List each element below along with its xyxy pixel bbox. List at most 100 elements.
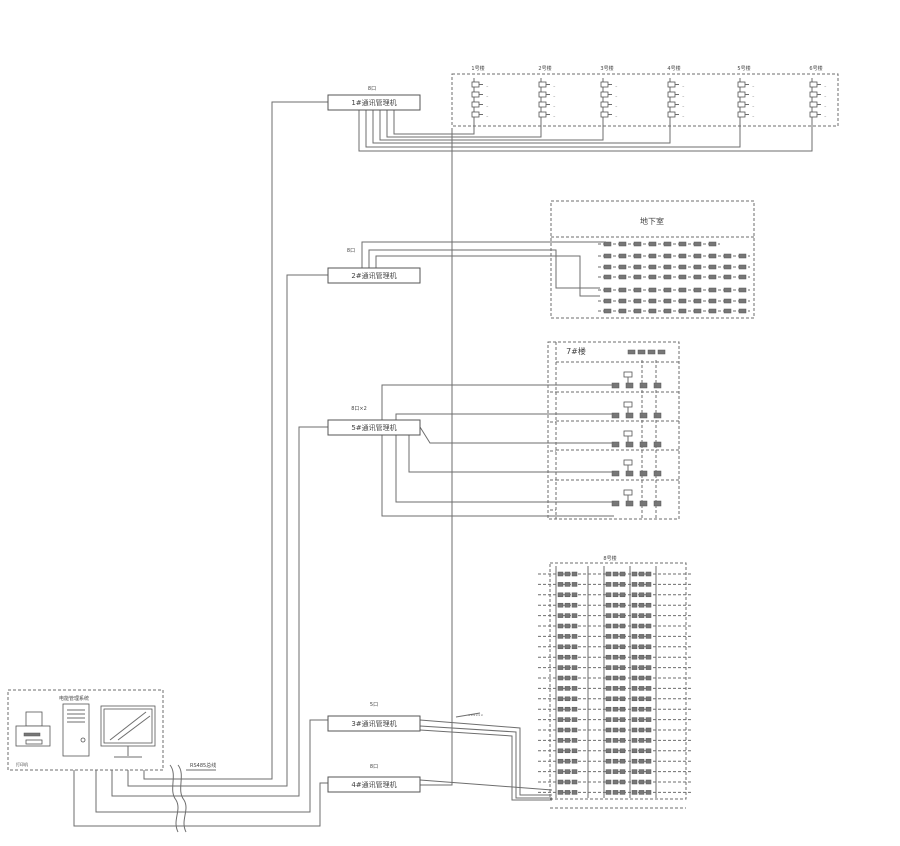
basement-meter <box>603 264 612 270</box>
meter-tag: ~ <box>824 104 827 108</box>
floor-tag: · <box>551 750 552 754</box>
highrise-meter-group <box>557 634 578 639</box>
basement-label: 地下室 <box>640 216 664 226</box>
highrise-meter-group <box>605 748 626 754</box>
highrise-meter-group <box>631 696 652 702</box>
b7-top-meter <box>647 349 656 355</box>
basement-meter <box>678 241 687 247</box>
basement-meter <box>663 241 672 247</box>
meter-tag: ~ <box>486 114 489 118</box>
highrise-meter-group <box>605 738 626 743</box>
basement-meter <box>618 264 627 270</box>
highrise-meter-group <box>557 623 578 629</box>
highrise-meter-group <box>631 675 652 681</box>
highrise-meter-group <box>631 738 652 743</box>
basement-meter <box>678 274 687 280</box>
highrise-meter-group <box>557 582 578 587</box>
basement-meter <box>708 274 717 280</box>
highrise-meter-group <box>631 613 652 618</box>
basement-meter <box>723 264 732 270</box>
highrise-meter-group <box>605 602 626 608</box>
highrise-meter-group <box>557 665 578 670</box>
b7-floor-devices <box>611 401 662 419</box>
highrise-meter-group <box>605 779 626 785</box>
basement-meter <box>738 308 747 314</box>
floor-tag: · <box>551 604 552 608</box>
building7-group: 7#楼 <box>547 341 680 520</box>
meter-b2-2 <box>538 91 550 98</box>
highrise-meter-group <box>605 644 626 650</box>
basement-meter <box>723 253 732 259</box>
basement-meter <box>603 308 612 314</box>
highrise-meter-group <box>631 582 652 587</box>
basement-meter <box>723 298 732 304</box>
basement-meter <box>648 298 657 304</box>
b7-top-meter <box>657 349 666 355</box>
meter-b3-4 <box>600 111 612 118</box>
basement-meter <box>633 287 642 293</box>
meter-tag: ~ <box>682 114 685 118</box>
basement-meter <box>663 264 672 270</box>
highrise-meter-group <box>557 748 578 754</box>
highrise-meter-group <box>557 592 578 598</box>
switch-3-label: 3#通讯管理机 <box>351 719 396 728</box>
basement-meter <box>603 287 612 293</box>
printer-icon <box>15 711 51 747</box>
highrise-meter-group <box>605 686 626 691</box>
basement-meter <box>618 308 627 314</box>
b7-floor-devices <box>611 489 662 507</box>
basement-meter <box>723 274 732 280</box>
basement-meter <box>648 287 657 293</box>
meter-tag: ~ <box>752 104 755 108</box>
highrise-meter-group <box>557 696 578 702</box>
floor-tag: · <box>551 698 552 702</box>
switch-3-box <box>327 715 421 732</box>
b7-top-meter <box>627 349 636 355</box>
basement-meter <box>708 287 717 293</box>
switch-5-box <box>327 419 421 436</box>
meter-tag: ~ <box>486 84 489 88</box>
meter-tag: ~ <box>752 94 755 98</box>
basement-meter <box>708 253 717 259</box>
highrise-meter-group <box>605 571 626 577</box>
floor-tag: · <box>551 656 552 660</box>
meter-tag: ~ <box>615 104 618 108</box>
basement-meter <box>678 308 687 314</box>
highrise-meter-group <box>605 592 626 598</box>
switch-4-label: 4#通讯管理机 <box>351 780 396 789</box>
console-frame <box>7 689 164 771</box>
monitor-icon <box>100 705 156 758</box>
meter-b6-1 <box>809 81 821 88</box>
switch-1: 8口 1#通讯管理机 <box>327 86 421 111</box>
highrise-meter-group <box>605 613 626 618</box>
bus-label: RS485总线 <box>190 762 216 769</box>
meter-b1-4 <box>471 111 483 118</box>
basement-meter <box>633 298 642 304</box>
basement-meter <box>633 274 642 280</box>
floor-tag: · <box>551 583 552 587</box>
switch-3-ports: 5口 <box>370 702 378 708</box>
meter-tag: ~ <box>752 84 755 88</box>
switch-1-box <box>327 94 421 111</box>
basement-meter <box>693 264 702 270</box>
highrise-meter-group <box>631 623 652 629</box>
highrise-meter-group <box>605 717 626 722</box>
meter-tag: ~ <box>752 114 755 118</box>
highrise-meter-group <box>605 790 626 795</box>
highrise-meter-group <box>631 654 652 660</box>
highrise-label: 8号楼 <box>603 555 616 562</box>
meter-b2-3 <box>538 101 550 108</box>
meter-b5-2 <box>737 91 749 98</box>
highrise-meter-group <box>557 758 578 764</box>
highrise-meter-group <box>557 738 578 743</box>
floor-tag: · <box>551 708 552 712</box>
break-mark-1 <box>169 764 179 833</box>
basement-meter <box>648 274 657 280</box>
wiring-note: ×××××× <box>468 713 484 717</box>
floor-tag: · <box>551 677 552 681</box>
switch-3: 5口 3#通讯管理机 <box>327 702 421 732</box>
highrise-meter-group <box>605 634 626 639</box>
switch-5-ports: 8口×2 <box>351 406 367 412</box>
basement-meter <box>723 287 732 293</box>
b7-floor-devices <box>611 371 662 389</box>
